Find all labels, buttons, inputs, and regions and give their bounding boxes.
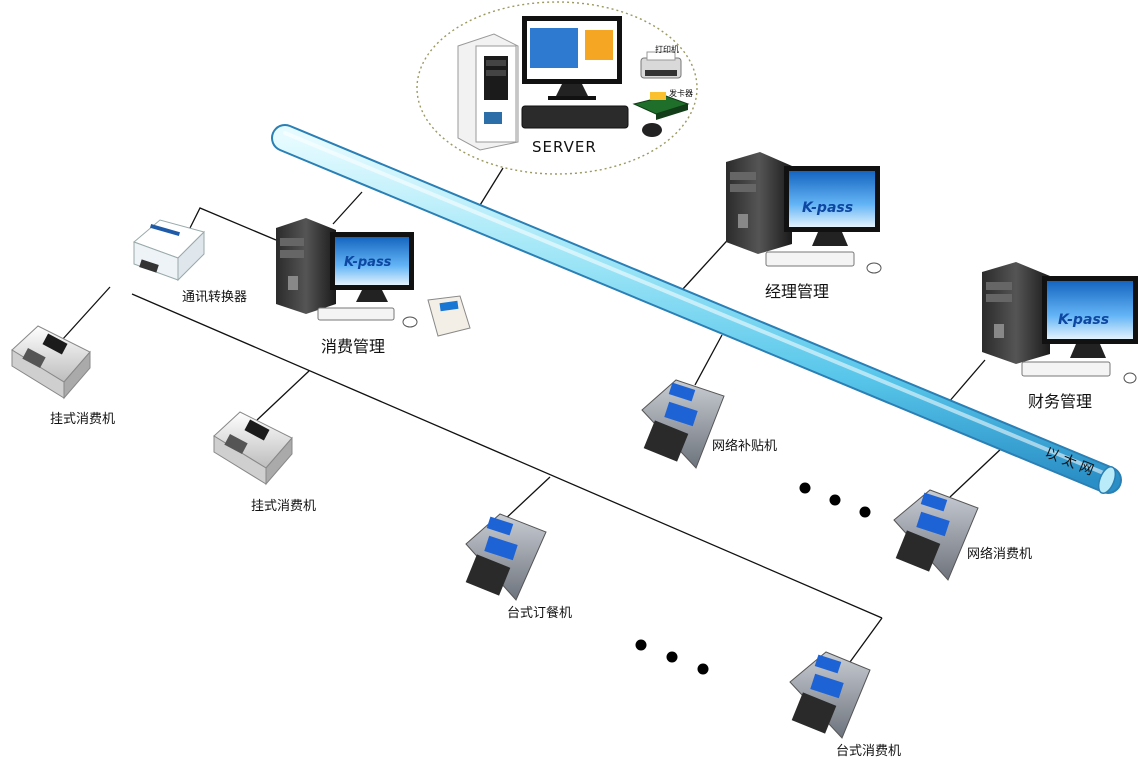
ethernet-backbone: 以 太 网 <box>271 124 1122 494</box>
server-monitor <box>522 16 622 100</box>
pc-monitor <box>1042 276 1138 358</box>
pc-mouse <box>402 316 418 328</box>
wire-bus-to-hang-terminal-2 <box>256 370 310 421</box>
pc-tower <box>726 152 792 254</box>
wire-converter-to-hang-terminal <box>61 286 111 341</box>
printer-label: 打印机 <box>655 44 679 54</box>
kpass-logo: K-pass <box>1058 312 1109 328</box>
desk-order-terminal-label: 台式订餐机 <box>507 605 572 621</box>
hang-terminal-1-label: 挂式消费机 <box>50 412 115 427</box>
pc-keyboard <box>765 251 855 267</box>
pc-keyboard <box>317 307 395 321</box>
card-issuer-label: 发卡器 <box>669 88 693 98</box>
rs485-bus-line <box>131 293 883 619</box>
server-label: SERVER <box>532 138 597 156</box>
desk-terminal-label: 台式消费机 <box>836 744 901 758</box>
card-issuer-icon <box>632 92 690 120</box>
printer-icon <box>640 51 682 79</box>
wire-network-terminal-to-ethernet <box>949 446 1004 498</box>
wire-consumption-pc-to-converter <box>189 207 277 241</box>
wire-bus-to-desk-terminal <box>849 617 883 663</box>
pc-monitor <box>330 232 414 302</box>
desk-order-terminal <box>465 513 547 601</box>
converter-label: 通讯转换器 <box>182 290 247 305</box>
desk-terminal <box>789 651 871 739</box>
hang-terminal-2-label: 挂式消费机 <box>251 499 316 514</box>
pc-mouse <box>866 262 882 274</box>
network-consumption-terminal-label: 网络消费机 <box>967 546 1032 562</box>
pc-tower <box>982 262 1050 364</box>
pc-keyboard <box>1021 361 1111 377</box>
wires <box>61 167 1004 663</box>
network-subsidy-terminal-label: 网络补贴机 <box>712 438 777 454</box>
ellipsis-dots-upper <box>799 482 871 518</box>
wire-consumption-pc-to-ethernet <box>332 191 363 225</box>
wire-finance-pc-to-ethernet <box>947 359 986 404</box>
consumption-management-label: 消费管理 <box>321 337 385 356</box>
finance-management-label: 财务管理 <box>1028 392 1092 411</box>
workstation-manager: K-pass <box>726 152 882 274</box>
server-cluster: 打印机 发卡器 SERVER <box>416 1 698 175</box>
server-keyboard <box>521 105 629 129</box>
server-boundary <box>416 1 698 175</box>
ellipsis-dots-lower <box>635 639 709 675</box>
hang-terminal-1 <box>11 325 91 400</box>
kpass-logo: K-pass <box>802 200 853 216</box>
wire-bus-to-desk-order-terminal <box>501 476 551 523</box>
converter-device <box>133 219 205 282</box>
card-reader-icon <box>427 295 471 337</box>
manager-management-label: 经理管理 <box>765 282 829 301</box>
server-mouse <box>642 123 662 137</box>
wire-server-to-ethernet <box>476 167 504 211</box>
network-subsidy-terminal <box>641 379 725 469</box>
workstation-finance: K-pass <box>982 262 1138 384</box>
pc-tower <box>276 218 336 314</box>
network-consumption-terminal <box>893 489 979 581</box>
hang-terminal-2 <box>213 411 293 486</box>
pc-mouse <box>1123 372 1137 384</box>
pc-monitor <box>784 166 880 246</box>
wire-subsidy-terminal-to-ethernet <box>694 334 723 386</box>
kpass-logo: K-pass <box>344 255 392 270</box>
server-tower <box>457 33 519 151</box>
workstation-consumption: K-pass <box>276 218 471 337</box>
